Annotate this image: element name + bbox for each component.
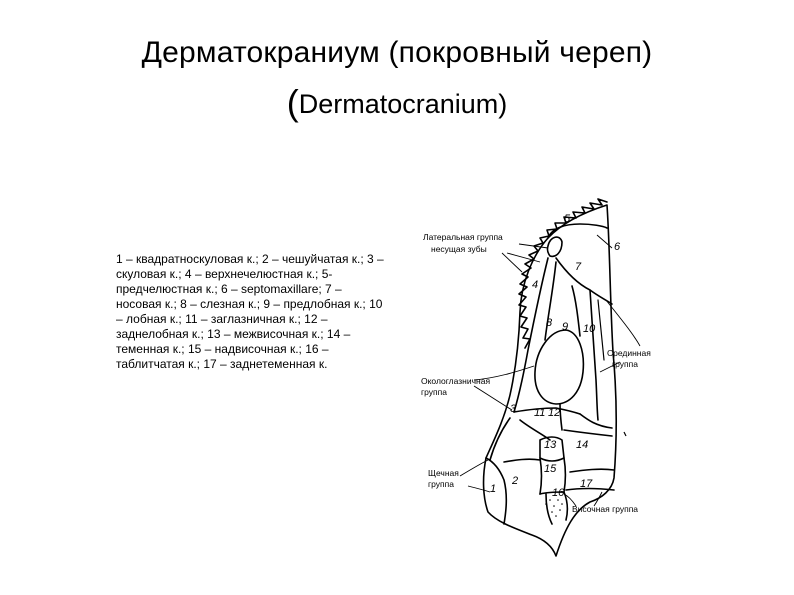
bone-number-6: 6 <box>614 241 621 253</box>
page-title: Дерматокраниум (покровный череп) <box>141 36 653 69</box>
bone-number-10: 10 <box>583 323 596 335</box>
bone-number-13: 13 <box>544 439 557 451</box>
group-orbital-label-2: группа <box>421 387 447 397</box>
group-temporal-label: Височная группа <box>572 504 638 514</box>
group-cheek-label-2: группа <box>428 479 454 489</box>
bone-number-9: 9 <box>562 321 568 333</box>
skull-outline <box>482 204 617 557</box>
tooth-row <box>518 198 608 349</box>
subtitle-text: Dermatocranium <box>298 89 499 119</box>
close-paren: ) <box>498 89 508 119</box>
bone-number-17: 17 <box>580 478 593 490</box>
group-orbital-label-1: Окологлазничная <box>421 376 490 386</box>
group-median-label-1: Срединная <box>607 348 651 358</box>
bone-number-12: 12 <box>548 407 560 419</box>
group-median-label-2: группа <box>612 359 638 369</box>
bone-number-3: 3 <box>510 403 517 415</box>
bone-number-2: 2 <box>511 475 518 487</box>
bone-number-15: 15 <box>544 463 557 475</box>
septomaxillare-bone <box>546 236 563 258</box>
bone-number-11: 11 <box>534 407 545 419</box>
bone-number-5: 5 <box>564 213 571 225</box>
bone-number-8: 8 <box>546 317 553 329</box>
bone-number-1: 1 <box>490 483 496 495</box>
bone-number-14: 14 <box>576 439 588 451</box>
bone-legend: 1 – квадратноскуловая к.; 2 – чешуйчатая… <box>116 252 384 371</box>
group-lateral-label-1: Латеральная группа <box>423 232 503 242</box>
open-paren: ( <box>286 82 299 123</box>
group-lateral-label-2: несущая зубы <box>431 244 487 254</box>
bone-number-7: 7 <box>575 261 582 273</box>
bone-number-16: 16 <box>552 487 565 499</box>
orbit <box>534 329 585 405</box>
page-subtitle: (Dermatocranium) <box>0 82 794 124</box>
bone-number-4: 4 <box>532 279 538 291</box>
group-cheek-label-1: Щечная <box>428 468 459 478</box>
